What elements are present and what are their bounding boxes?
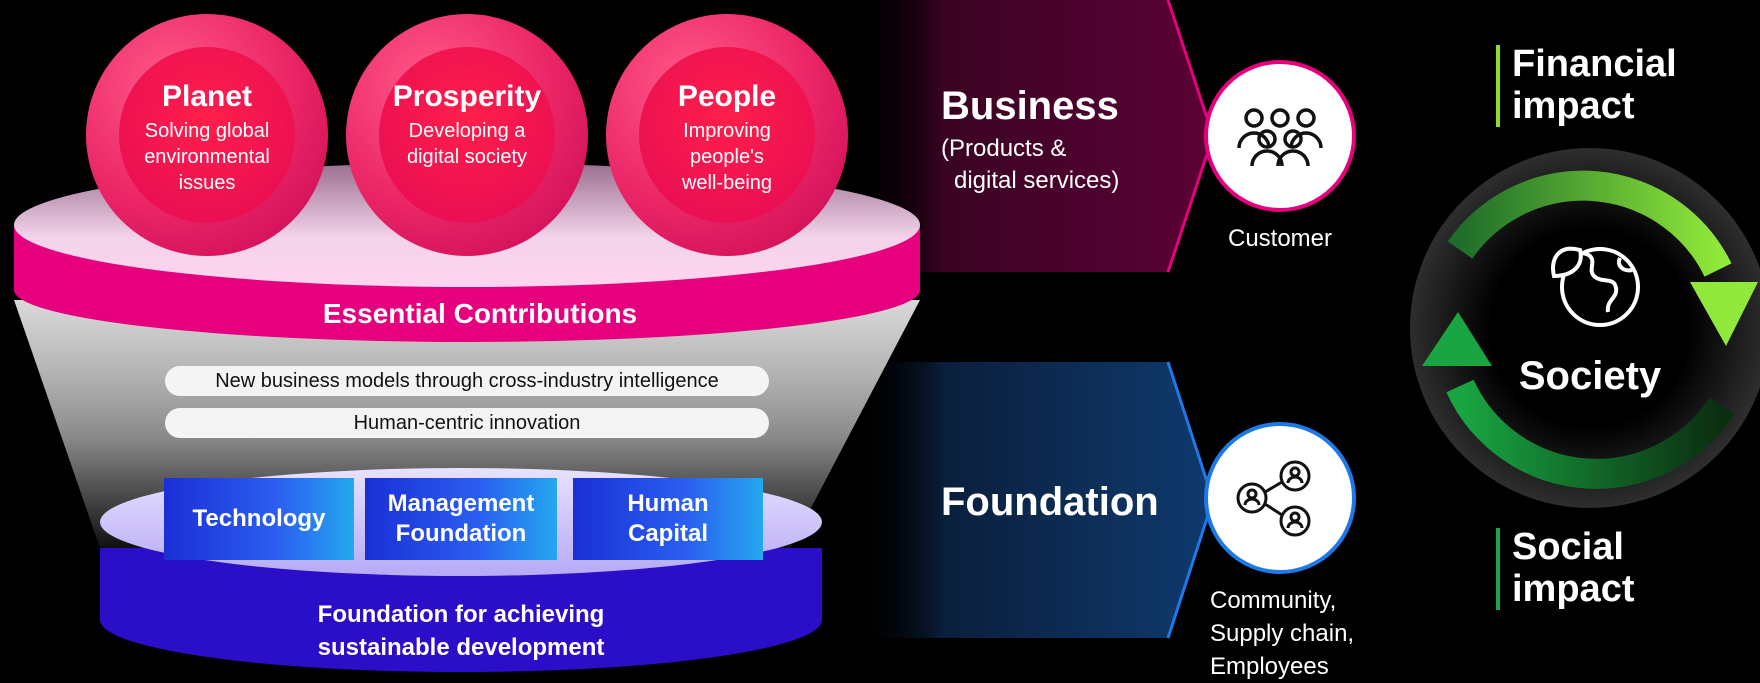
circle-prosperity-title: Prosperity xyxy=(392,80,542,113)
circle-prosperity-line-2: digital society xyxy=(406,146,528,168)
social-impact-line-1: Social xyxy=(1512,526,1624,568)
social-impact-label: Social impact xyxy=(1512,526,1634,610)
social-impact-line-2: impact xyxy=(1512,568,1635,610)
community-line-1: Community, xyxy=(1210,587,1337,614)
circle-planet-line-2: environmental xyxy=(144,146,270,168)
block-management-foundation: Management Foundation xyxy=(365,478,557,560)
block-technology: Technology xyxy=(164,478,354,560)
circle-planet-description: Solving global environmental issues xyxy=(107,118,307,196)
block-human-capital-line-2: Capital xyxy=(627,520,708,547)
foundation-caption-line-1: Foundation for achieving xyxy=(317,601,605,628)
financial-impact-line-1: Financial xyxy=(1512,43,1677,85)
circle-people-line-3: well-being xyxy=(681,172,773,194)
circle-prosperity-description: Developing a digital society xyxy=(367,118,567,170)
financial-impact-line-2: impact xyxy=(1512,85,1635,127)
circle-people-title: People xyxy=(677,80,777,113)
block-technology-label: Technology xyxy=(192,505,326,532)
financial-impact-bar xyxy=(1496,45,1500,127)
circle-people xyxy=(606,14,848,256)
circle-people-description: Improving people's well-being xyxy=(627,118,827,196)
network-people-icon xyxy=(1236,460,1311,537)
social-impact-bar xyxy=(1496,528,1500,610)
community-labels: Community, Supply chain, Employees xyxy=(1210,584,1354,683)
circle-prosperity xyxy=(346,14,588,256)
block-management-line-2: Foundation xyxy=(395,520,527,547)
circle-planet xyxy=(86,14,328,256)
society-label: Society xyxy=(1518,354,1662,398)
pill-human-centric: Human-centric innovation xyxy=(165,408,769,438)
circle-people-line-2: people's xyxy=(690,146,764,168)
circle-planet-line-3: issues xyxy=(178,172,236,194)
circle-planet-title: Planet xyxy=(161,80,253,113)
financial-impact-label: Financial impact xyxy=(1512,43,1677,127)
business-title: Business xyxy=(941,84,1119,128)
foundation-arrow xyxy=(855,362,1213,638)
circle-people-line-1: Improving xyxy=(683,120,771,142)
base-cylinder xyxy=(100,548,822,673)
business-subtitle-line-2: digital services) xyxy=(954,167,1120,194)
essential-contributions-title: Essential Contributions xyxy=(322,298,638,329)
foundation-caption: Foundation for achieving sustainable dev… xyxy=(211,598,711,664)
foundation-title: Foundation xyxy=(941,480,1159,524)
circle-prosperity-line-1: Developing a xyxy=(408,120,526,142)
business-arrow xyxy=(855,0,1213,272)
community-line-3: Employees xyxy=(1210,653,1329,680)
block-human-capital: Human Capital xyxy=(573,478,763,560)
circle-prosperity-text: Prosperity Developing a digital society xyxy=(367,80,567,170)
people-group-icon xyxy=(1237,108,1323,167)
circle-people-text: People Improving people's well-being xyxy=(627,80,827,196)
globe-leaf-icon xyxy=(1551,246,1640,327)
block-human-capital-line-1: Human xyxy=(627,490,709,517)
circle-planet-line-1: Solving global xyxy=(144,120,270,142)
community-line-2: Supply chain, xyxy=(1210,620,1355,647)
customer-icon-badge xyxy=(1204,60,1356,212)
circle-planet-text: Planet Solving global environmental issu… xyxy=(107,80,307,196)
foundation-caption-line-2: sustainable development xyxy=(317,634,605,661)
block-management-line-1: Management xyxy=(387,490,535,517)
pill-cross-industry: New business models through cross-indust… xyxy=(165,366,769,396)
community-icon-badge xyxy=(1204,422,1356,574)
customer-label: Customer xyxy=(1227,225,1333,252)
society-cycle xyxy=(1410,148,1760,508)
business-subtitle-line-1: (Products & xyxy=(941,135,1067,162)
